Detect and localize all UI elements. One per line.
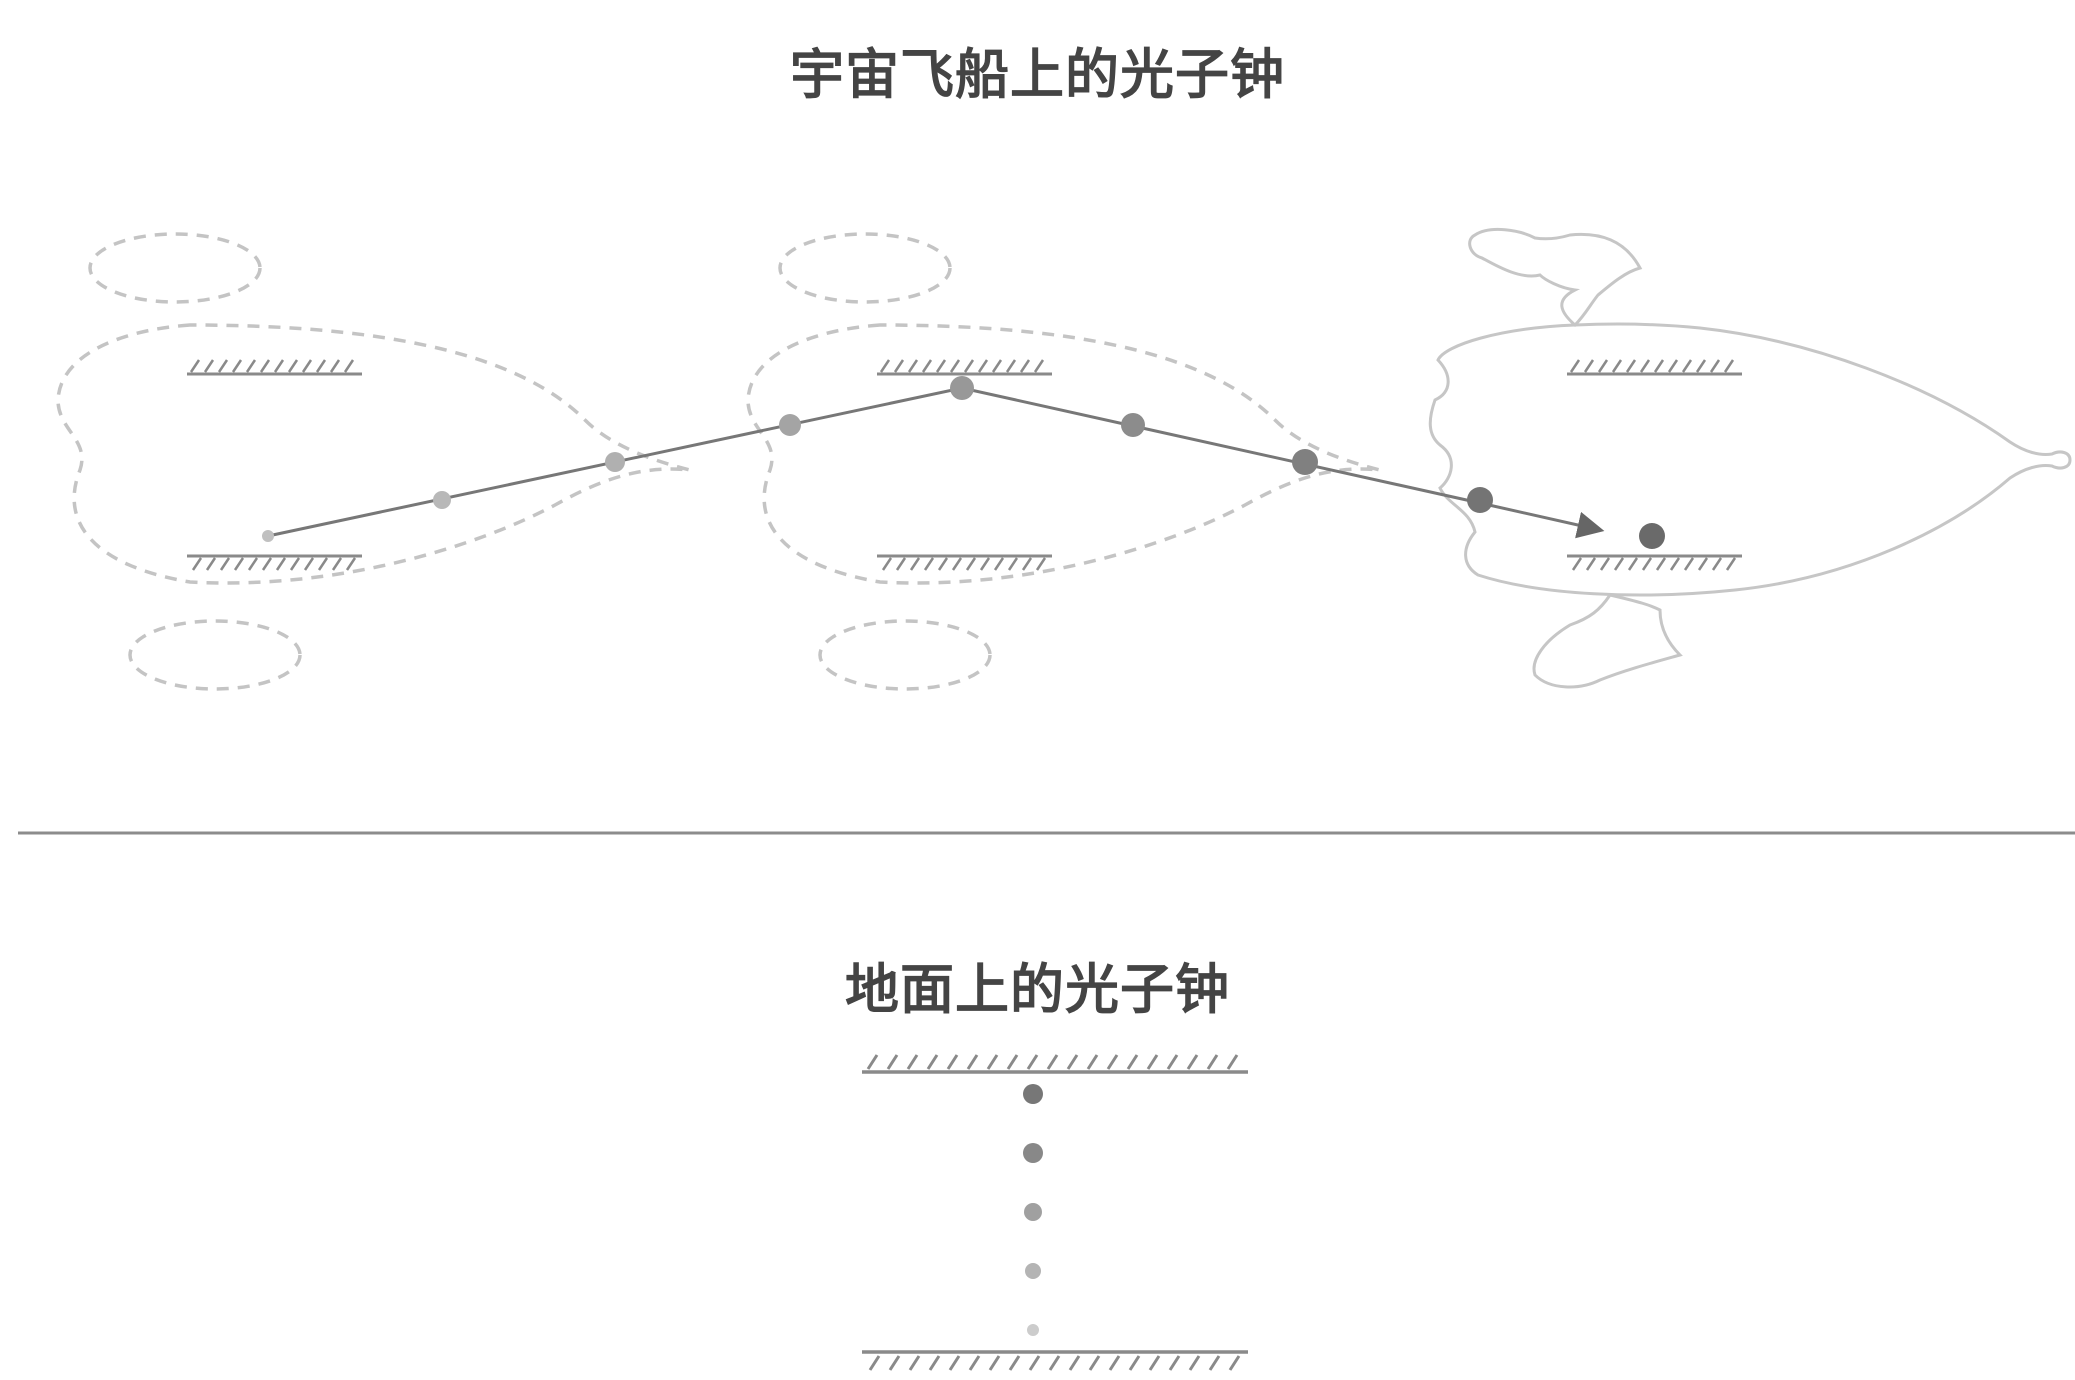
ground-photon-dot: [1023, 1143, 1043, 1163]
ghost-2-bottom-mirror: [875, 554, 1054, 572]
photon-dot: [262, 530, 274, 542]
ghost-spaceship-1: [56, 232, 691, 691]
ghost-1-bottom-mirror: [185, 554, 364, 572]
photon-trail: [262, 376, 1665, 549]
photon-dot: [779, 414, 801, 436]
photon-dot: [1121, 413, 1145, 437]
photon-dot: [950, 376, 974, 400]
ground-top-mirror: [862, 1054, 1248, 1074]
photon-dot: [433, 491, 451, 509]
ghost-2-top-mirror: [875, 358, 1054, 376]
ghost-spaceship-2: [746, 232, 1381, 691]
spaceship-clock-title: 宇宙飞船上的光子钟: [790, 43, 1285, 106]
ground-bottom-mirror: [862, 1350, 1248, 1371]
ground-photon-dot: [1024, 1203, 1042, 1221]
ground-photon-dot: [1023, 1084, 1043, 1104]
light-path-arrow: [1479, 501, 1605, 539]
spaceship: [1428, 228, 2072, 689]
photon-dot: [1639, 523, 1665, 549]
ground-photon-clock: [862, 1054, 1248, 1371]
photon-dot: [1292, 449, 1318, 475]
ground-clock-title: 地面上的光子钟: [845, 958, 1230, 1021]
ship-top-mirror: [1565, 358, 1744, 376]
photon-dot: [605, 452, 625, 472]
photon-dot: [1467, 487, 1493, 513]
ghost-1-top-mirror: [185, 358, 364, 376]
ship-bottom-mirror: [1565, 554, 1744, 572]
ground-photon-dot: [1025, 1263, 1041, 1279]
ground-photon-dot: [1027, 1324, 1039, 1336]
